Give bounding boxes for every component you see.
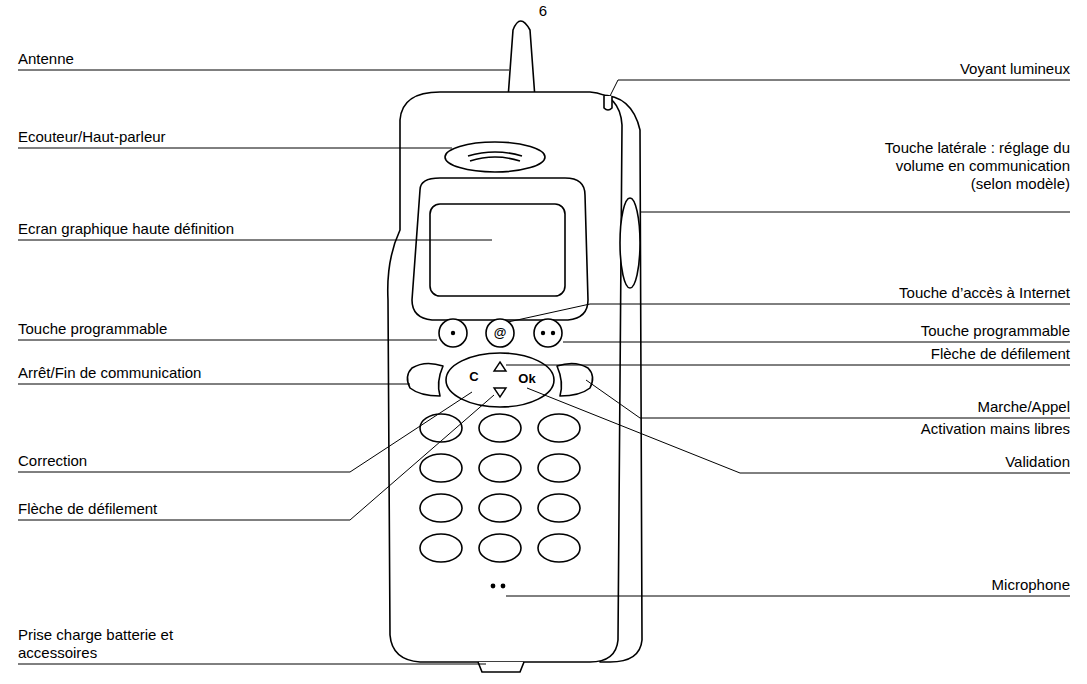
part-label: Activation mains libres — [921, 420, 1070, 438]
key-legend: Ok — [518, 372, 535, 386]
part-label: Touche d’accès à Internet — [899, 284, 1070, 302]
earpiece-slot — [470, 157, 520, 161]
keypad-key — [538, 414, 580, 442]
keypad-key — [420, 494, 462, 522]
earpiece-slot — [468, 152, 522, 156]
part-label: Validation — [1005, 453, 1070, 471]
page-number: 6 — [539, 2, 547, 20]
keypad-key — [538, 454, 580, 482]
key-legend: @ — [494, 326, 507, 340]
part-label: Marche/Appel — [977, 398, 1070, 416]
part-label: Ecouteur/Haut-parleur — [18, 128, 166, 146]
keypad-key — [420, 534, 462, 562]
keypad-key — [479, 414, 521, 442]
keypad-key — [479, 494, 521, 522]
part-label: Microphone — [992, 576, 1070, 594]
soft-key — [534, 319, 562, 347]
phone-body — [388, 92, 622, 662]
part-label: Flèche de défilement — [931, 345, 1070, 363]
end-key — [407, 363, 443, 396]
leader-lines — [18, 70, 1070, 664]
led — [604, 96, 612, 110]
screen-frame — [412, 178, 588, 320]
part-label: Ecran graphique haute définition — [18, 220, 234, 238]
part-label: Arrêt/Fin de communication — [18, 364, 201, 382]
part-label: Touche programmable — [921, 322, 1070, 340]
keypad-key — [479, 454, 521, 482]
keypad-key — [420, 454, 462, 482]
part-label: Correction — [18, 452, 87, 470]
keypad-key — [538, 494, 580, 522]
keypad-key — [479, 534, 521, 562]
part-label: Voyant lumineux — [960, 60, 1070, 78]
part-label: Touche latérale : réglage du volume en c… — [860, 139, 1070, 193]
screen — [430, 204, 565, 296]
part-label: Prise charge batterie et accessoires — [18, 626, 198, 662]
soft-key — [439, 319, 467, 347]
part-label: Touche programmable — [18, 320, 167, 338]
side-key — [620, 198, 640, 288]
earpiece — [445, 142, 545, 172]
call-key — [557, 363, 593, 396]
key-legend: C — [469, 370, 478, 384]
keypad-key — [538, 534, 580, 562]
internet-key — [486, 319, 514, 347]
part-label: Flèche de défilement — [18, 500, 157, 518]
keypad — [420, 414, 580, 562]
part-label: Antenne — [18, 50, 74, 68]
